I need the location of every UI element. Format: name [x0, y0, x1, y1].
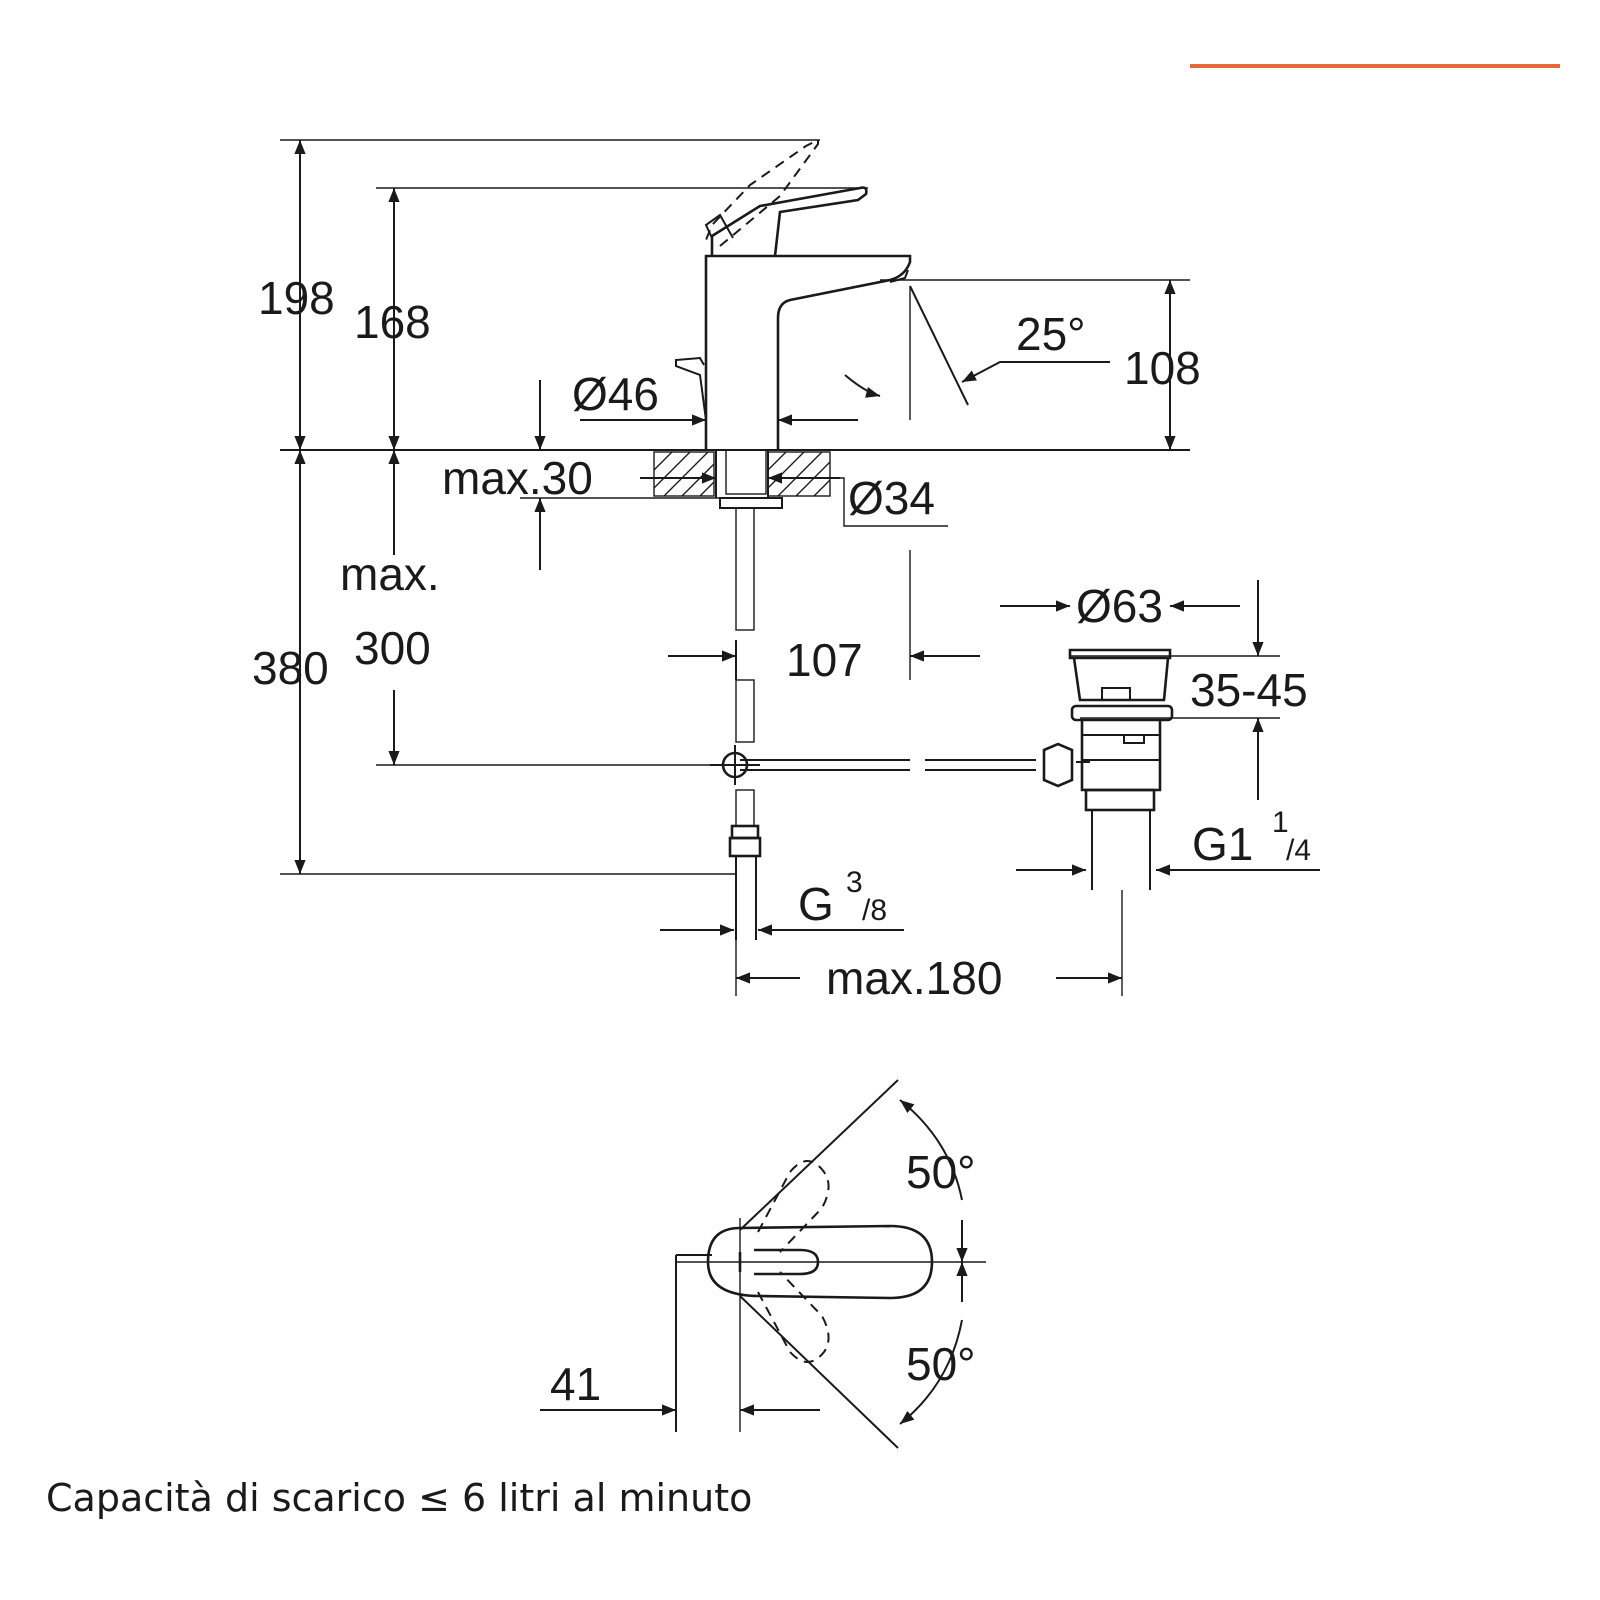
caption: Capacità di scarico ≤ 6 litri al minuto	[46, 1476, 753, 1520]
top-view	[540, 1079, 986, 1449]
lever-rotated-lower	[757, 1271, 830, 1363]
svg-text:/8: /8	[862, 894, 887, 927]
dim-waste-diameter: Ø63	[1076, 580, 1163, 632]
dim-max-offset: max.180	[826, 952, 1002, 1004]
dim-hose-thread: G 3 /8	[798, 866, 887, 930]
dim-below-deck-max-value: 300	[354, 622, 431, 674]
lever-rotated-upper	[757, 1160, 830, 1253]
deck-section	[653, 451, 831, 497]
dim-deck-thickness: max.30	[442, 452, 593, 504]
dim-waste-thread: G1 1 /4	[1192, 806, 1311, 870]
faucet-body	[675, 186, 912, 450]
waste-fitting	[1042, 648, 1174, 890]
svg-text:3: 3	[846, 866, 863, 899]
dim-height-total: 198	[258, 272, 335, 324]
dim-waste-height-range: 35-45	[1190, 664, 1308, 716]
svg-text:G1: G1	[1192, 818, 1253, 870]
popup-linkage	[710, 745, 1036, 785]
dim-below-deck-max-label: max.	[340, 548, 440, 600]
svg-text:/4: /4	[1286, 834, 1311, 867]
accent-bar	[1190, 64, 1560, 68]
dim-spout-reach: 107	[786, 634, 863, 686]
dim-shank-diameter: Ø34	[848, 472, 935, 524]
dim-below-deck-total: 380	[252, 642, 329, 694]
dim-height-lever: 168	[354, 296, 431, 348]
dim-lever-offset: 41	[550, 1358, 601, 1410]
dim-height-spout: 108	[1124, 342, 1201, 394]
dim-body-diameter: Ø46	[572, 368, 659, 420]
dim-angle-lower: 50°	[906, 1338, 976, 1390]
flex-hose	[728, 507, 762, 940]
side-view	[280, 138, 1320, 996]
dim-angle-upper: 50°	[906, 1146, 976, 1198]
lever-top-outline	[706, 1224, 934, 1300]
svg-text:G: G	[798, 878, 834, 930]
svg-text:1: 1	[1272, 806, 1289, 839]
dim-spout-angle: 25°	[1016, 308, 1086, 360]
